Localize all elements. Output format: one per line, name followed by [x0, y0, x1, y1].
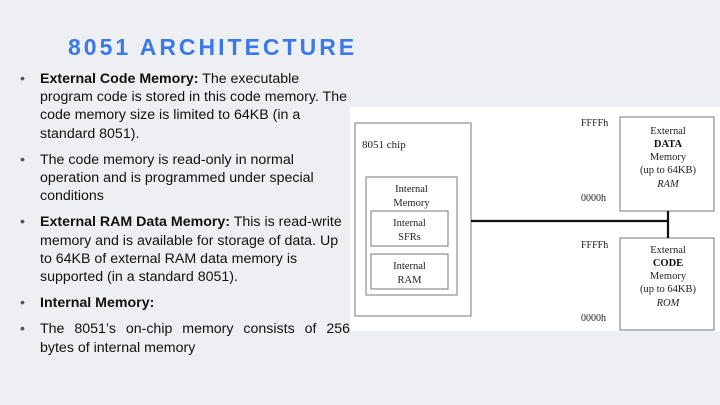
code-bottom-address: 0000h: [581, 313, 606, 324]
sfr-label-2: SFRs: [398, 232, 421, 243]
internal-memory-label-1: Internal: [395, 184, 428, 195]
ram-label-2: RAM: [398, 275, 423, 286]
code-mem-line-5: ROM: [656, 298, 681, 309]
code-mem-line-1: External: [650, 245, 686, 256]
internal-memory-box: [365, 176, 458, 296]
bullet-external-ram: • External RAM Data Memory: This is read…: [20, 213, 350, 286]
code-mem-line-2: CODE: [653, 258, 683, 269]
bullet-list: • External Code Memory: The executable p…: [20, 70, 350, 365]
chip-box: [354, 122, 472, 317]
chip-label: 8051 chip: [362, 139, 406, 151]
bullet-on-chip-memory: • The 8051’s on-chip memory consists of …: [20, 320, 350, 356]
data-mem-line-3: Memory: [650, 152, 687, 163]
bullet-text: The executable program code is stored in…: [40, 71, 348, 142]
bullet-text: The 8051’s on-chip memory consists of 25…: [40, 321, 350, 356]
bullet-dot-icon: •: [20, 214, 25, 231]
data-mem-line-2: DATA: [654, 139, 683, 150]
data-bottom-address: 0000h: [581, 193, 606, 204]
bullet-internal-memory: • Internal Memory:: [20, 294, 350, 312]
code-top-address: FFFFh: [581, 240, 608, 251]
memory-diagram-svg: 8051 chip Internal Memory Internal SFRs …: [354, 116, 715, 331]
sfr-label-1: Internal: [393, 218, 426, 229]
internal-memory-label-2: Memory: [393, 198, 430, 209]
data-top-address: FFFFh: [581, 118, 608, 129]
code-mem-line-3: Memory: [650, 271, 687, 282]
bullet-code-memory-readonly: • The code memory is read-only in normal…: [20, 151, 350, 206]
ram-box: [370, 253, 449, 290]
slide-title: 8051 ARCHITECTURE: [68, 34, 358, 60]
bullet-dot-icon: •: [20, 151, 25, 168]
ram-label-1: Internal: [393, 261, 426, 272]
data-mem-line-5: RAM: [656, 179, 680, 190]
bullet-heading: Internal Memory:: [40, 295, 155, 312]
memory-diagram: 8051 chip Internal Memory Internal SFRs …: [350, 107, 720, 331]
bullet-external-code-memory: • External Code Memory: The executable p…: [20, 70, 350, 143]
bullet-heading: External RAM Data Memory:: [40, 214, 231, 231]
code-mem-line-4: (up to 64KB): [640, 284, 697, 295]
bullet-dot-icon: •: [20, 321, 25, 338]
bullet-text: The code memory is read-only in normal o…: [40, 151, 314, 205]
bullet-heading: External Code Memory:: [40, 71, 199, 87]
bullet-dot-icon: •: [20, 295, 25, 312]
data-mem-line-1: External: [650, 126, 686, 137]
bullet-dot-icon: •: [20, 71, 25, 87]
data-mem-line-4: (up to 64KB): [640, 165, 697, 176]
sfr-box: [370, 210, 449, 247]
bullet-text: This is read-write memory and is availab…: [40, 214, 342, 286]
